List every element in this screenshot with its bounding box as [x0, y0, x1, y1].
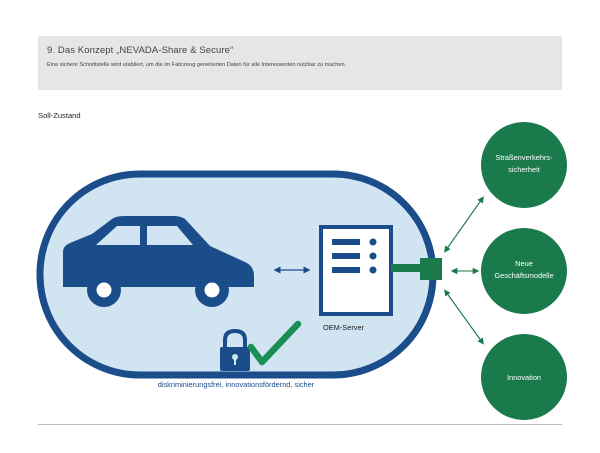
circle-label-line2: sicherheit: [508, 165, 540, 174]
car-icon: [63, 216, 254, 307]
circle-business-models: Neue Geschäftsmodelle: [481, 228, 567, 314]
padlock-icon: [220, 328, 250, 371]
circle-label-line1: Straßenverkehrs-: [495, 153, 553, 162]
bottom-divider: [38, 424, 562, 425]
circle-label-line2: Geschäftsmodelle: [494, 271, 553, 280]
server-connector: [391, 264, 421, 272]
checkmark-icon: [247, 320, 302, 366]
server-icon: [319, 225, 393, 316]
page-subtitle: Eine sichere Schnittstelle wird etablier…: [47, 62, 347, 68]
arrow-to-safety: [444, 196, 484, 253]
circle-road-safety: Straßenverkehrs- sicherheit: [481, 122, 567, 208]
page-title: 9. Das Konzept „NEVADA-Share & Secure“: [47, 45, 234, 56]
server-label: OEM-Server: [323, 323, 365, 332]
header-band: 9. Das Konzept „NEVADA-Share & Secure“ E…: [38, 36, 562, 90]
section-label: Soll-Zustand: [38, 111, 81, 120]
circle-label-line1: Neue: [515, 259, 533, 268]
interface-node-icon: [420, 258, 442, 280]
circle-label-line1: Innovation: [507, 373, 541, 382]
diagram-caption: diskriminierungsfrei, innovationsfördern…: [158, 380, 315, 389]
arrow-to-innovation: [444, 289, 484, 345]
circle-innovation: Innovation: [481, 334, 567, 420]
